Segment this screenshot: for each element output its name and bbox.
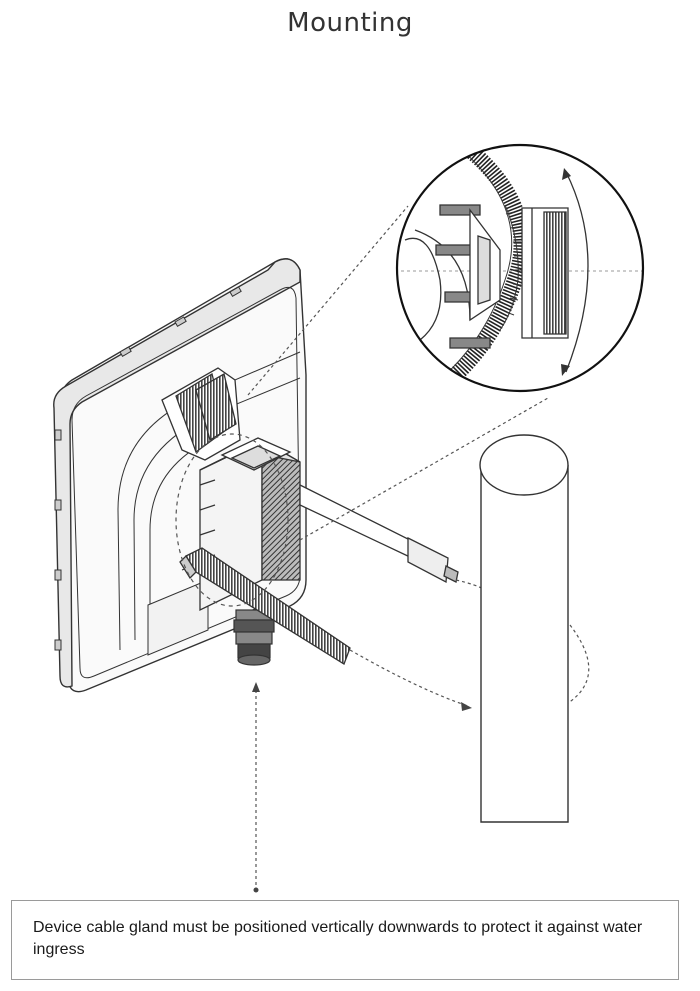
page-title: Mounting (287, 8, 413, 38)
cable-gland (233, 609, 275, 666)
installation-note: Device cable gland must be positioned ve… (11, 900, 679, 980)
mounting-strap (179, 483, 459, 665)
note-text: Device cable gland must be positioned ve… (33, 919, 643, 958)
mounting-pole (479, 434, 569, 823)
zoom-detail (395, 143, 645, 393)
